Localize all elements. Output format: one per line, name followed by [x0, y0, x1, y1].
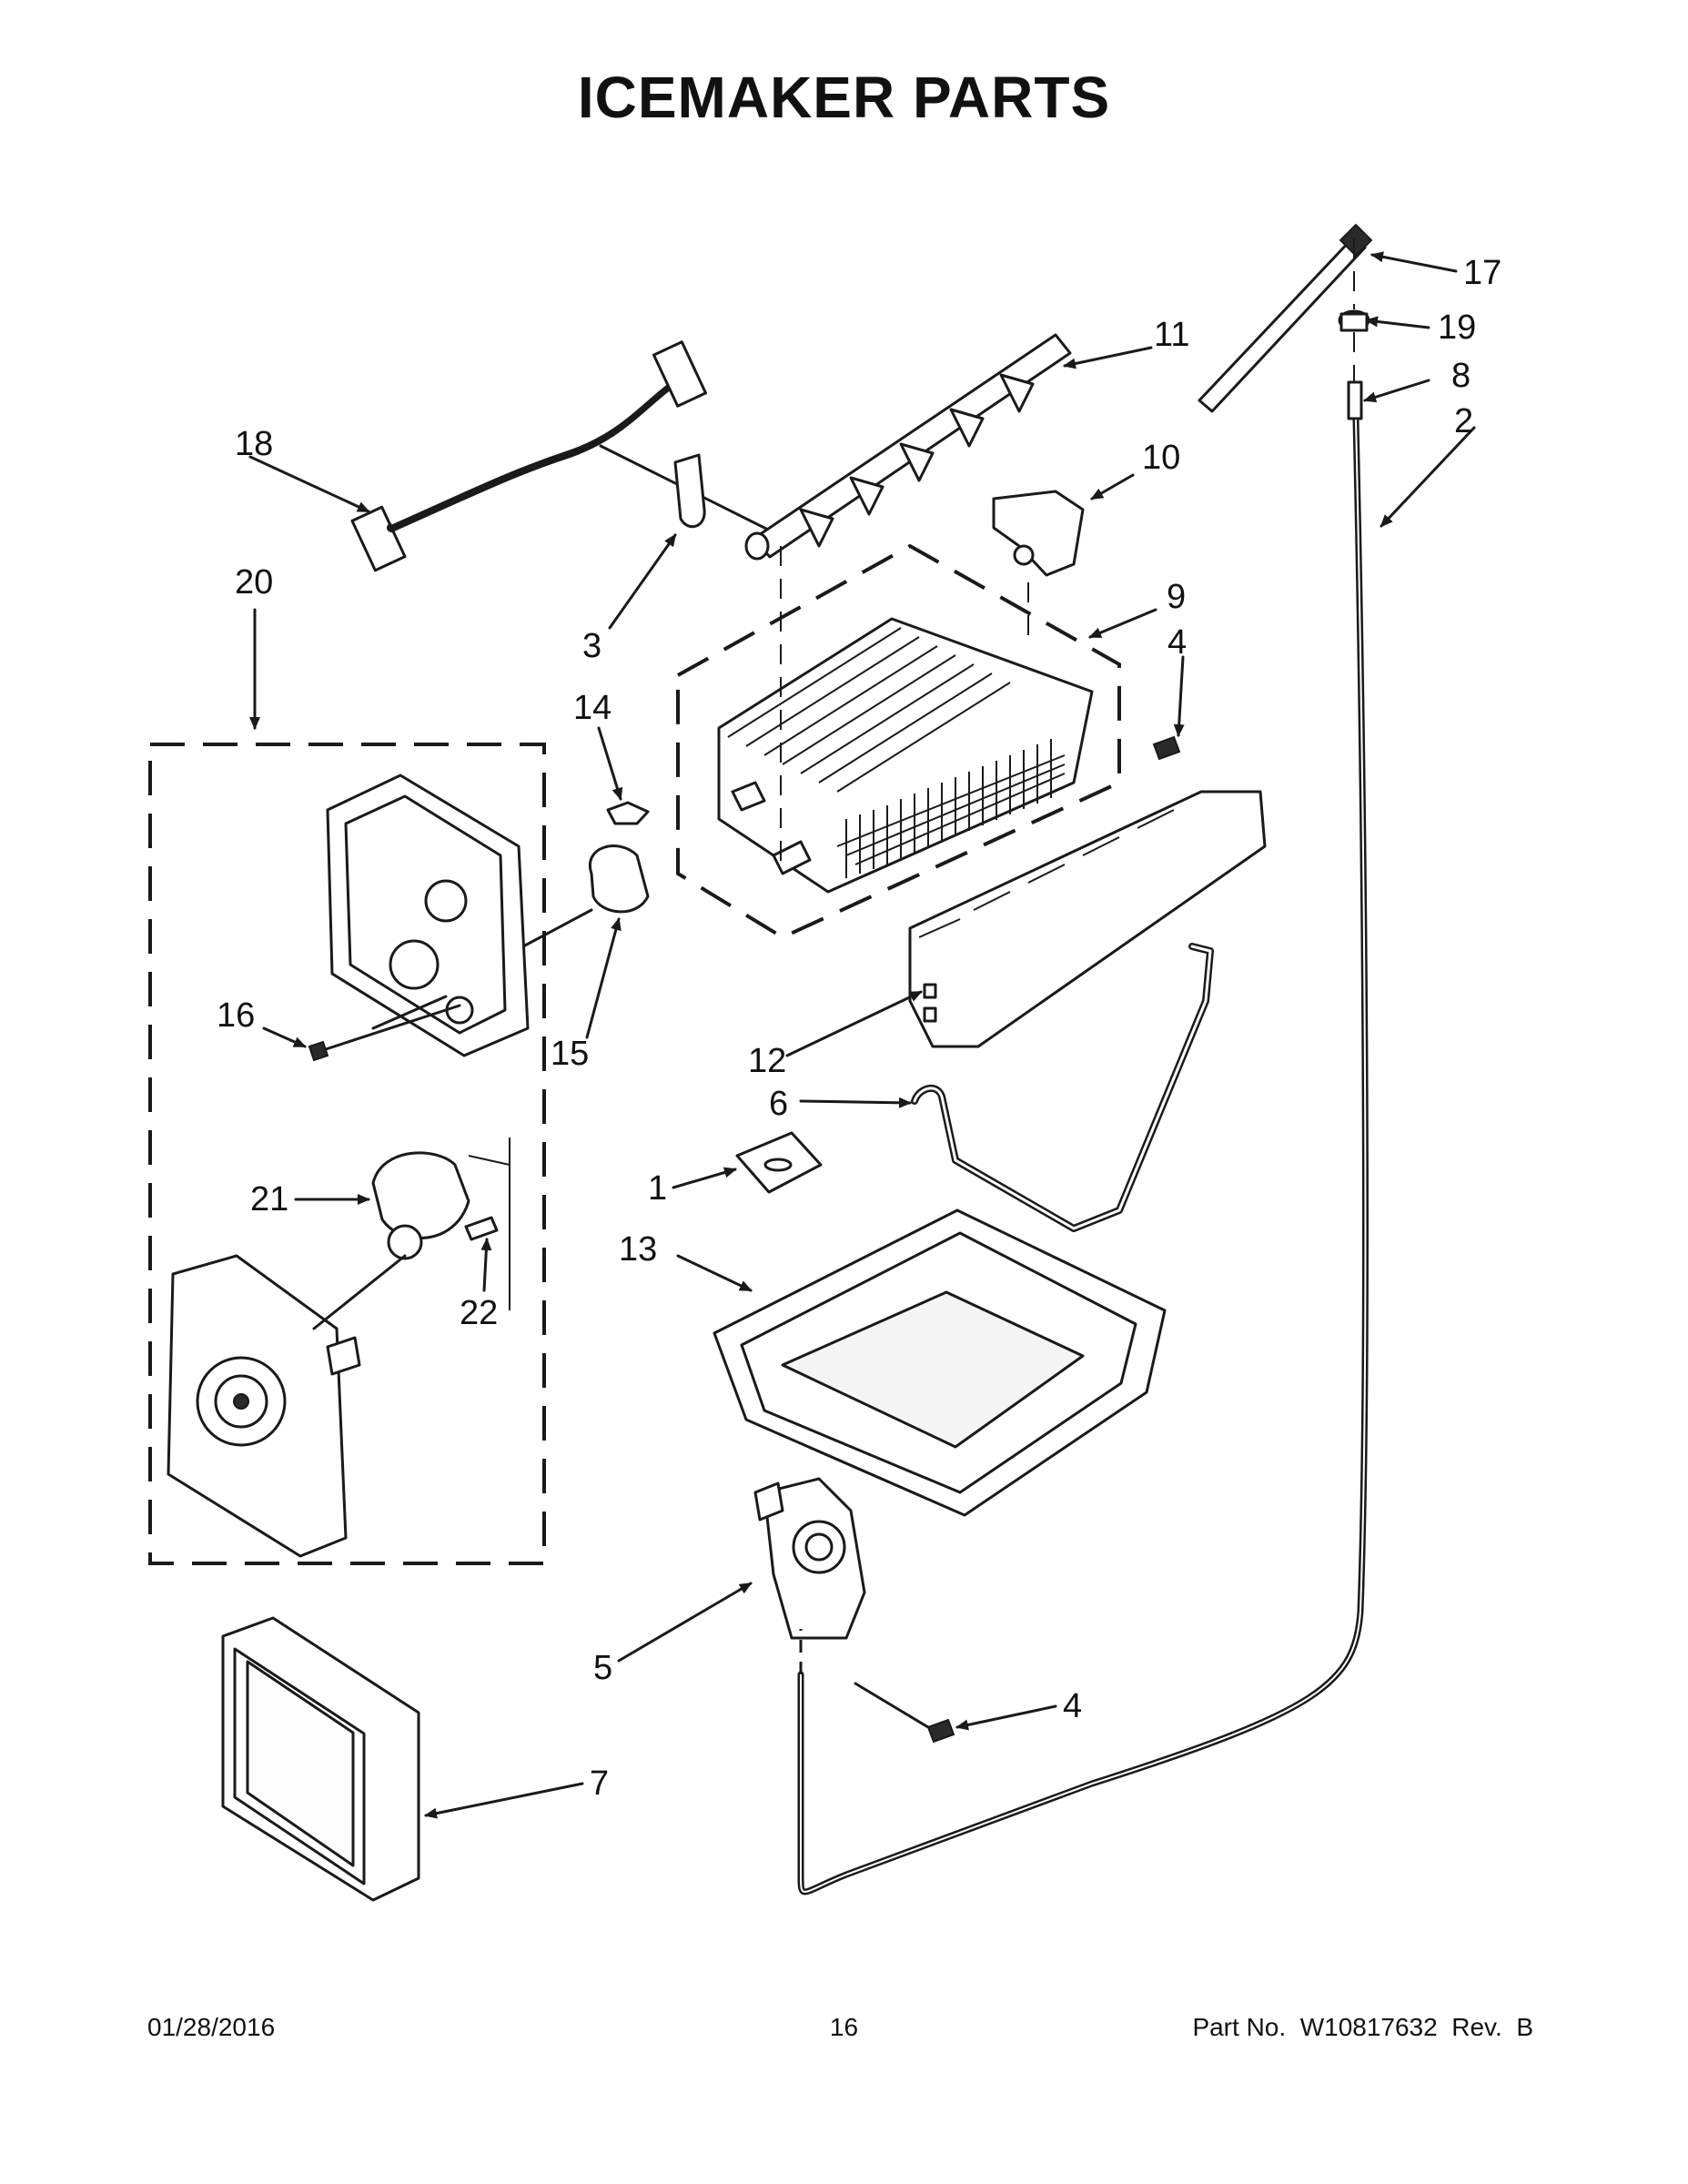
mold-fins — [845, 739, 1052, 878]
callout-15: 15 — [551, 1035, 589, 1073]
callout-7: 7 — [590, 1764, 609, 1803]
callout-3: 3 — [582, 627, 601, 665]
screw-4-upper — [1152, 735, 1181, 761]
control-group-dashed-box — [148, 743, 546, 1565]
screw-22 — [464, 1216, 499, 1241]
bracket — [735, 1131, 823, 1194]
callout-12: 12 — [748, 1042, 786, 1080]
callout-2: 2 — [1454, 402, 1473, 440]
callout-14: 14 — [573, 689, 612, 727]
footer-date: 01/28/2016 — [147, 2013, 276, 2041]
callout-1: 1 — [648, 1169, 667, 1208]
callout-8: 8 — [1451, 357, 1471, 395]
ejector — [744, 333, 1072, 561]
icemaker-mold — [717, 617, 1094, 894]
fill-cup — [992, 490, 1085, 577]
callout-10: 10 — [1142, 439, 1180, 477]
screw-4-lower — [854, 1682, 955, 1744]
callout-17: 17 — [1463, 254, 1501, 292]
shutoff-arm — [911, 943, 1214, 1232]
callout-20: 20 — [235, 563, 273, 602]
callout-19: 19 — [1438, 308, 1476, 347]
tube-fitting — [1347, 380, 1363, 420]
water-line — [797, 417, 1369, 1896]
fill-tube — [1198, 223, 1373, 413]
ice-bin — [713, 1208, 1167, 1517]
water-valve — [753, 1477, 866, 1640]
ice-stripper — [908, 790, 1267, 1048]
callout-22: 22 — [460, 1294, 498, 1332]
guide-lines — [780, 238, 1355, 874]
footer-page-number: 16 — [829, 2013, 859, 2041]
support-plate — [167, 1224, 423, 1558]
callout-18: 18 — [235, 425, 273, 463]
callout-5: 5 — [593, 1649, 612, 1687]
icemaker-cover — [221, 1616, 420, 1902]
control-housing — [326, 774, 530, 1057]
screw-16 — [308, 1004, 461, 1062]
wire-harness — [350, 340, 784, 572]
thermostat-clip — [606, 801, 650, 825]
thermostat — [521, 844, 650, 948]
leader-arrows — [248, 251, 1476, 1819]
page-title: ICEMAKER PARTS — [577, 65, 1111, 130]
footer-part-number: Part No. W10817632 Rev. B — [1192, 2013, 1533, 2041]
callout-9: 9 — [1167, 578, 1186, 616]
grommet — [1338, 309, 1370, 332]
mold-dashed-outline — [676, 543, 1121, 940]
callout-11: 11 — [1154, 316, 1189, 354]
callout-6: 6 — [769, 1085, 788, 1123]
callout-4-upper: 4 — [1167, 623, 1187, 662]
callout-21: 21 — [250, 1180, 288, 1218]
callout-13: 13 — [619, 1230, 657, 1269]
callout-16: 16 — [217, 996, 255, 1035]
callout-4-lower: 4 — [1063, 1687, 1082, 1725]
clip — [673, 453, 706, 529]
